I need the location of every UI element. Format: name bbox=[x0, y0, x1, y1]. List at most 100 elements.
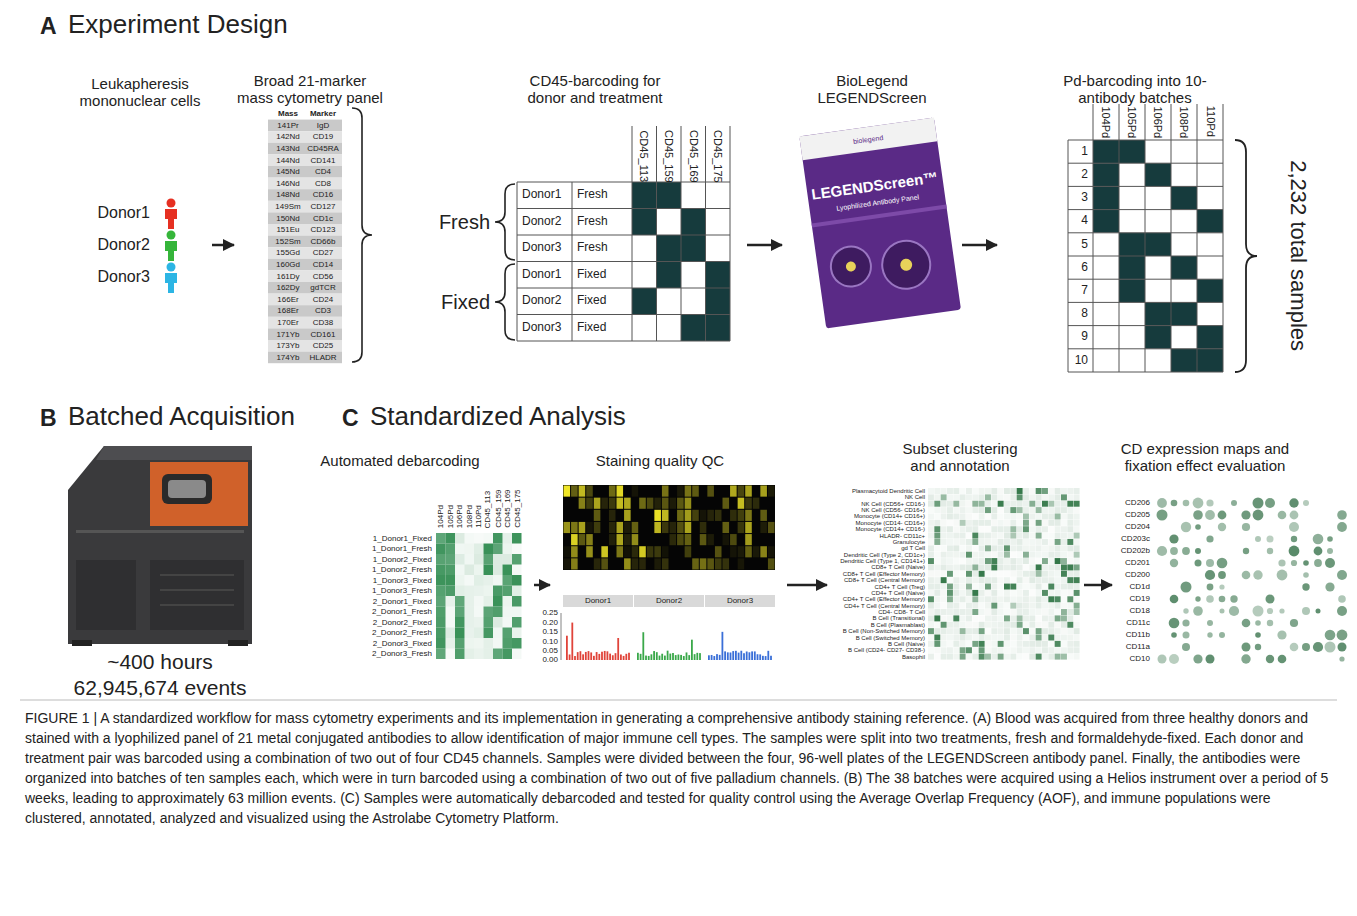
heatmap-cell bbox=[985, 520, 991, 526]
heatmap-cell bbox=[1029, 488, 1035, 494]
heatmap-cell bbox=[738, 498, 745, 509]
heatmap-cell bbox=[1061, 622, 1067, 628]
heatmap-cell bbox=[1061, 584, 1067, 590]
row-label: CD201 bbox=[1125, 558, 1150, 567]
heatmap-cell bbox=[972, 507, 978, 513]
row-label: 1_Donor3_Fresh bbox=[372, 586, 432, 595]
heatmap-cell bbox=[947, 654, 953, 660]
heatmap-cell bbox=[692, 486, 699, 497]
donor-label: Donor1 bbox=[98, 204, 150, 222]
heatmap-cell bbox=[998, 641, 1004, 647]
heatmap-cell bbox=[947, 615, 953, 621]
heatmap-cell bbox=[1023, 641, 1029, 647]
table-cell: CD1c bbox=[313, 214, 333, 223]
heatmap-cell bbox=[985, 552, 991, 558]
heatmap-cell bbox=[934, 513, 940, 519]
stage-title: Subset clustering and annotation bbox=[890, 440, 1030, 474]
heatmap-cell bbox=[1048, 558, 1054, 564]
expression-dot bbox=[1193, 654, 1202, 663]
heatmap-cell bbox=[1048, 615, 1054, 621]
bar bbox=[672, 653, 674, 660]
expression-dot bbox=[1182, 547, 1190, 555]
heatmap-cell bbox=[1074, 596, 1080, 602]
row-label: gd T Cell bbox=[901, 545, 925, 551]
heatmap-cell bbox=[601, 498, 608, 509]
heatmap-cell bbox=[960, 488, 966, 494]
heatmap-cell bbox=[1061, 507, 1067, 513]
heatmap-cell bbox=[1067, 501, 1073, 507]
heatmap-cell bbox=[985, 558, 991, 564]
table-cell: 162Dy bbox=[276, 283, 299, 292]
heatmap-cell bbox=[985, 622, 991, 628]
heatmap-cell bbox=[991, 526, 997, 532]
heatmap-cell bbox=[1042, 501, 1048, 507]
heatmap-cell bbox=[685, 546, 692, 557]
expression-dot bbox=[1157, 546, 1167, 556]
heatmap-cell bbox=[1048, 564, 1054, 570]
heatmap-cell bbox=[1029, 513, 1035, 519]
barcode-cell bbox=[1093, 302, 1119, 325]
heatmap-cell bbox=[1023, 552, 1029, 558]
expression-dot bbox=[1218, 511, 1227, 520]
heatmap-cell bbox=[947, 590, 953, 596]
heatmap-cell bbox=[1036, 507, 1042, 513]
bar bbox=[617, 638, 619, 660]
heatmap-cell bbox=[624, 510, 631, 521]
heatmap-cell bbox=[1055, 545, 1061, 551]
bar bbox=[577, 652, 579, 660]
expression-dot bbox=[1181, 582, 1192, 593]
expression-dot bbox=[1325, 558, 1335, 568]
heatmap-cell bbox=[953, 590, 959, 596]
expression-dot bbox=[1253, 498, 1264, 509]
barcode-cell bbox=[1119, 302, 1145, 325]
bar bbox=[740, 651, 742, 660]
expression-dot bbox=[1303, 572, 1309, 578]
barcode-cell bbox=[706, 262, 731, 289]
heatmap-cell bbox=[503, 565, 513, 576]
row-label: Plasmacytoid Dendritic Cell bbox=[852, 488, 925, 494]
heatmap-cell bbox=[1055, 603, 1061, 609]
heatmap-cell bbox=[1055, 552, 1061, 558]
heatmap-cell bbox=[960, 596, 966, 602]
heatmap-cell bbox=[1036, 609, 1042, 615]
heatmap-cell bbox=[455, 596, 465, 607]
stage-title: BioLegend LEGENDScreen bbox=[802, 72, 942, 106]
bar bbox=[598, 654, 600, 660]
heatmap-cell bbox=[1010, 615, 1016, 621]
panel-title: Experiment Design bbox=[68, 10, 288, 40]
heatmap-cell bbox=[953, 513, 959, 519]
heatmap-cell bbox=[1036, 520, 1042, 526]
row-number: 10 bbox=[1075, 354, 1088, 368]
barcode-cell bbox=[706, 235, 731, 262]
heatmap-cell bbox=[1017, 615, 1023, 621]
heatmap-cell bbox=[1004, 558, 1010, 564]
heatmap-cell bbox=[1067, 635, 1073, 641]
heatmap-cell bbox=[1042, 603, 1048, 609]
heatmap-cell bbox=[677, 498, 684, 509]
row-label: Dendritic Cell (Type 1, CD141+) bbox=[840, 558, 925, 564]
heatmap-cell bbox=[1055, 526, 1061, 532]
table-cell: Fresh bbox=[577, 241, 608, 255]
barcode-cell bbox=[1119, 279, 1145, 302]
group-label: Fresh bbox=[439, 211, 490, 234]
heatmap-cell bbox=[1023, 501, 1029, 507]
barcode-cell bbox=[1145, 302, 1171, 325]
heatmap-cell bbox=[1061, 533, 1067, 539]
heatmap-cell bbox=[953, 577, 959, 583]
expression-dot bbox=[1193, 606, 1203, 616]
barcode-cell bbox=[1093, 349, 1119, 372]
heatmap-cell bbox=[1042, 552, 1048, 558]
heatmap-cell bbox=[979, 507, 985, 513]
heatmap-cell bbox=[960, 609, 966, 615]
heatmap-cell bbox=[991, 507, 997, 513]
heatmap-cell bbox=[484, 533, 494, 544]
heatmap-cell bbox=[1004, 571, 1010, 577]
heatmap-cell bbox=[1042, 641, 1048, 647]
heatmap-cell bbox=[1010, 558, 1016, 564]
heatmap-cell bbox=[972, 584, 978, 590]
barcode-cell bbox=[1145, 256, 1171, 279]
heatmap-cell bbox=[1067, 603, 1073, 609]
heatmap-cell bbox=[972, 494, 978, 500]
helios-instrument bbox=[68, 446, 252, 646]
table-row bbox=[268, 166, 342, 178]
